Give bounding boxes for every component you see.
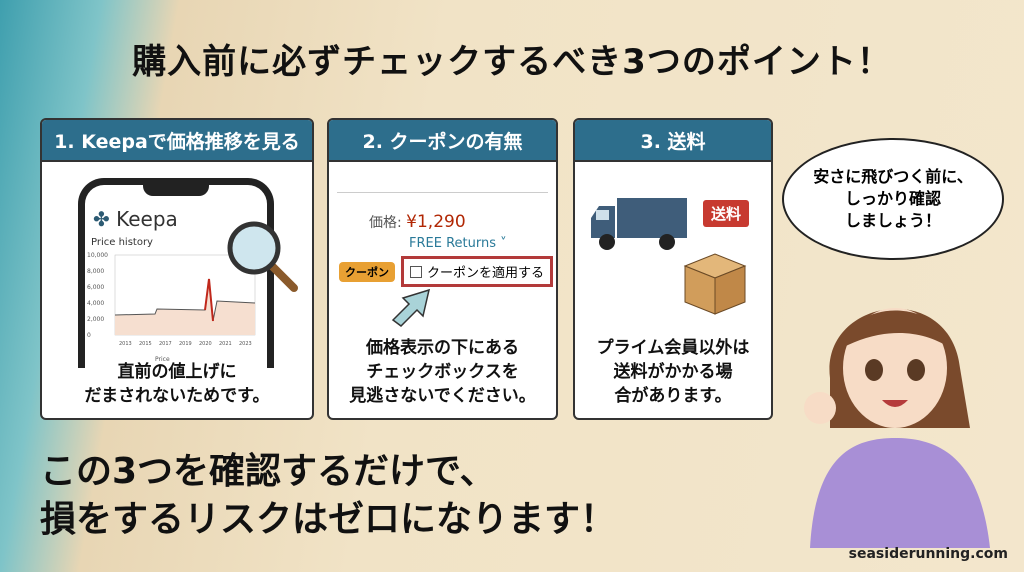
shipping-tag: 送料 <box>703 200 750 227</box>
y-tick-label: 4,000 <box>87 300 104 307</box>
price-label: 価格: <box>369 215 402 231</box>
magnifier-icon <box>227 221 298 292</box>
speech-bubble: 安さに飛びつく前に、しっかり確認しましょう！ <box>782 138 1004 260</box>
x-tick-label: 2013 <box>119 341 132 347</box>
x-tick-label: 2017 <box>159 341 172 347</box>
panel-coupon: 2. クーポンの有無 価格: ¥1,290 FREE Returns ˅ クーポ… <box>327 118 558 420</box>
price-spike <box>204 278 214 322</box>
site-url: seasiderunning.com <box>848 546 1008 562</box>
panel-header: 2. クーポンの有無 <box>329 120 556 162</box>
panel-keepa: 1. Keepaで価格推移を見る ✤ Keepa Price history 1… <box>40 118 314 420</box>
price-area <box>115 279 255 335</box>
panel-caption: 価格表示の下にあるチェックボックスを見逃さないでください。 <box>349 338 536 406</box>
box-icon <box>683 253 747 315</box>
bottom-message: この3つを確認するだけで、損をするリスクはゼロになります！ <box>40 451 617 540</box>
x-tick-label: 2021 <box>219 341 232 347</box>
phone-illustration: ✤ Keepa Price history 10,000 8,000 6,000 4,… <box>78 178 274 368</box>
y-tick-label: 0 <box>87 332 91 339</box>
legend-price: Price <box>155 356 170 363</box>
x-tick-label: 2015 <box>139 341 152 347</box>
price-chart: 10,000 8,000 6,000 4,000 2,000 0 2013 2015 2017… <box>87 252 256 363</box>
character-illustration <box>804 308 990 548</box>
y-tick-label: 6,000 <box>87 284 104 291</box>
keepa-logo-icon: ✤ <box>93 207 110 231</box>
y-tick-label: 10,000 <box>87 252 108 259</box>
y-tick-label: 8,000 <box>87 268 104 275</box>
price-value: ¥1,290 <box>406 212 466 232</box>
coupon-checkbox[interactable]: クーポンを適用する <box>401 256 554 287</box>
panel-caption: プライム会員以外は送料がかかる場合があります。 <box>596 338 750 406</box>
panel-header: 1. Keepaで価格推移を見る <box>42 120 312 162</box>
coupon-tag: クーポン <box>339 262 395 282</box>
chart-subtitle: Price history <box>91 237 153 248</box>
truck-icon <box>591 198 687 250</box>
x-tick-label: 2020 <box>199 341 212 347</box>
x-tick-label: 2023 <box>239 341 252 347</box>
x-tick-label: 2019 <box>179 341 192 347</box>
checkbox-icon[interactable] <box>410 265 422 278</box>
panel-header: 3. 送料 <box>575 120 771 162</box>
page-title: 購入前に必ずチェックするべき3つのポイント！ <box>132 42 892 82</box>
y-tick-label: 2,000 <box>87 316 104 323</box>
arrow-icon <box>391 288 431 327</box>
free-returns-link[interactable]: FREE Returns ˅ <box>409 236 507 251</box>
panel-caption: 直前の値上げにだまされないためです。 <box>84 362 270 406</box>
panel-shipping: 3. 送料 送料 プライム会員以外は送料がかかる場合があります。 <box>573 118 773 420</box>
keepa-logo: Keepa <box>116 207 178 231</box>
